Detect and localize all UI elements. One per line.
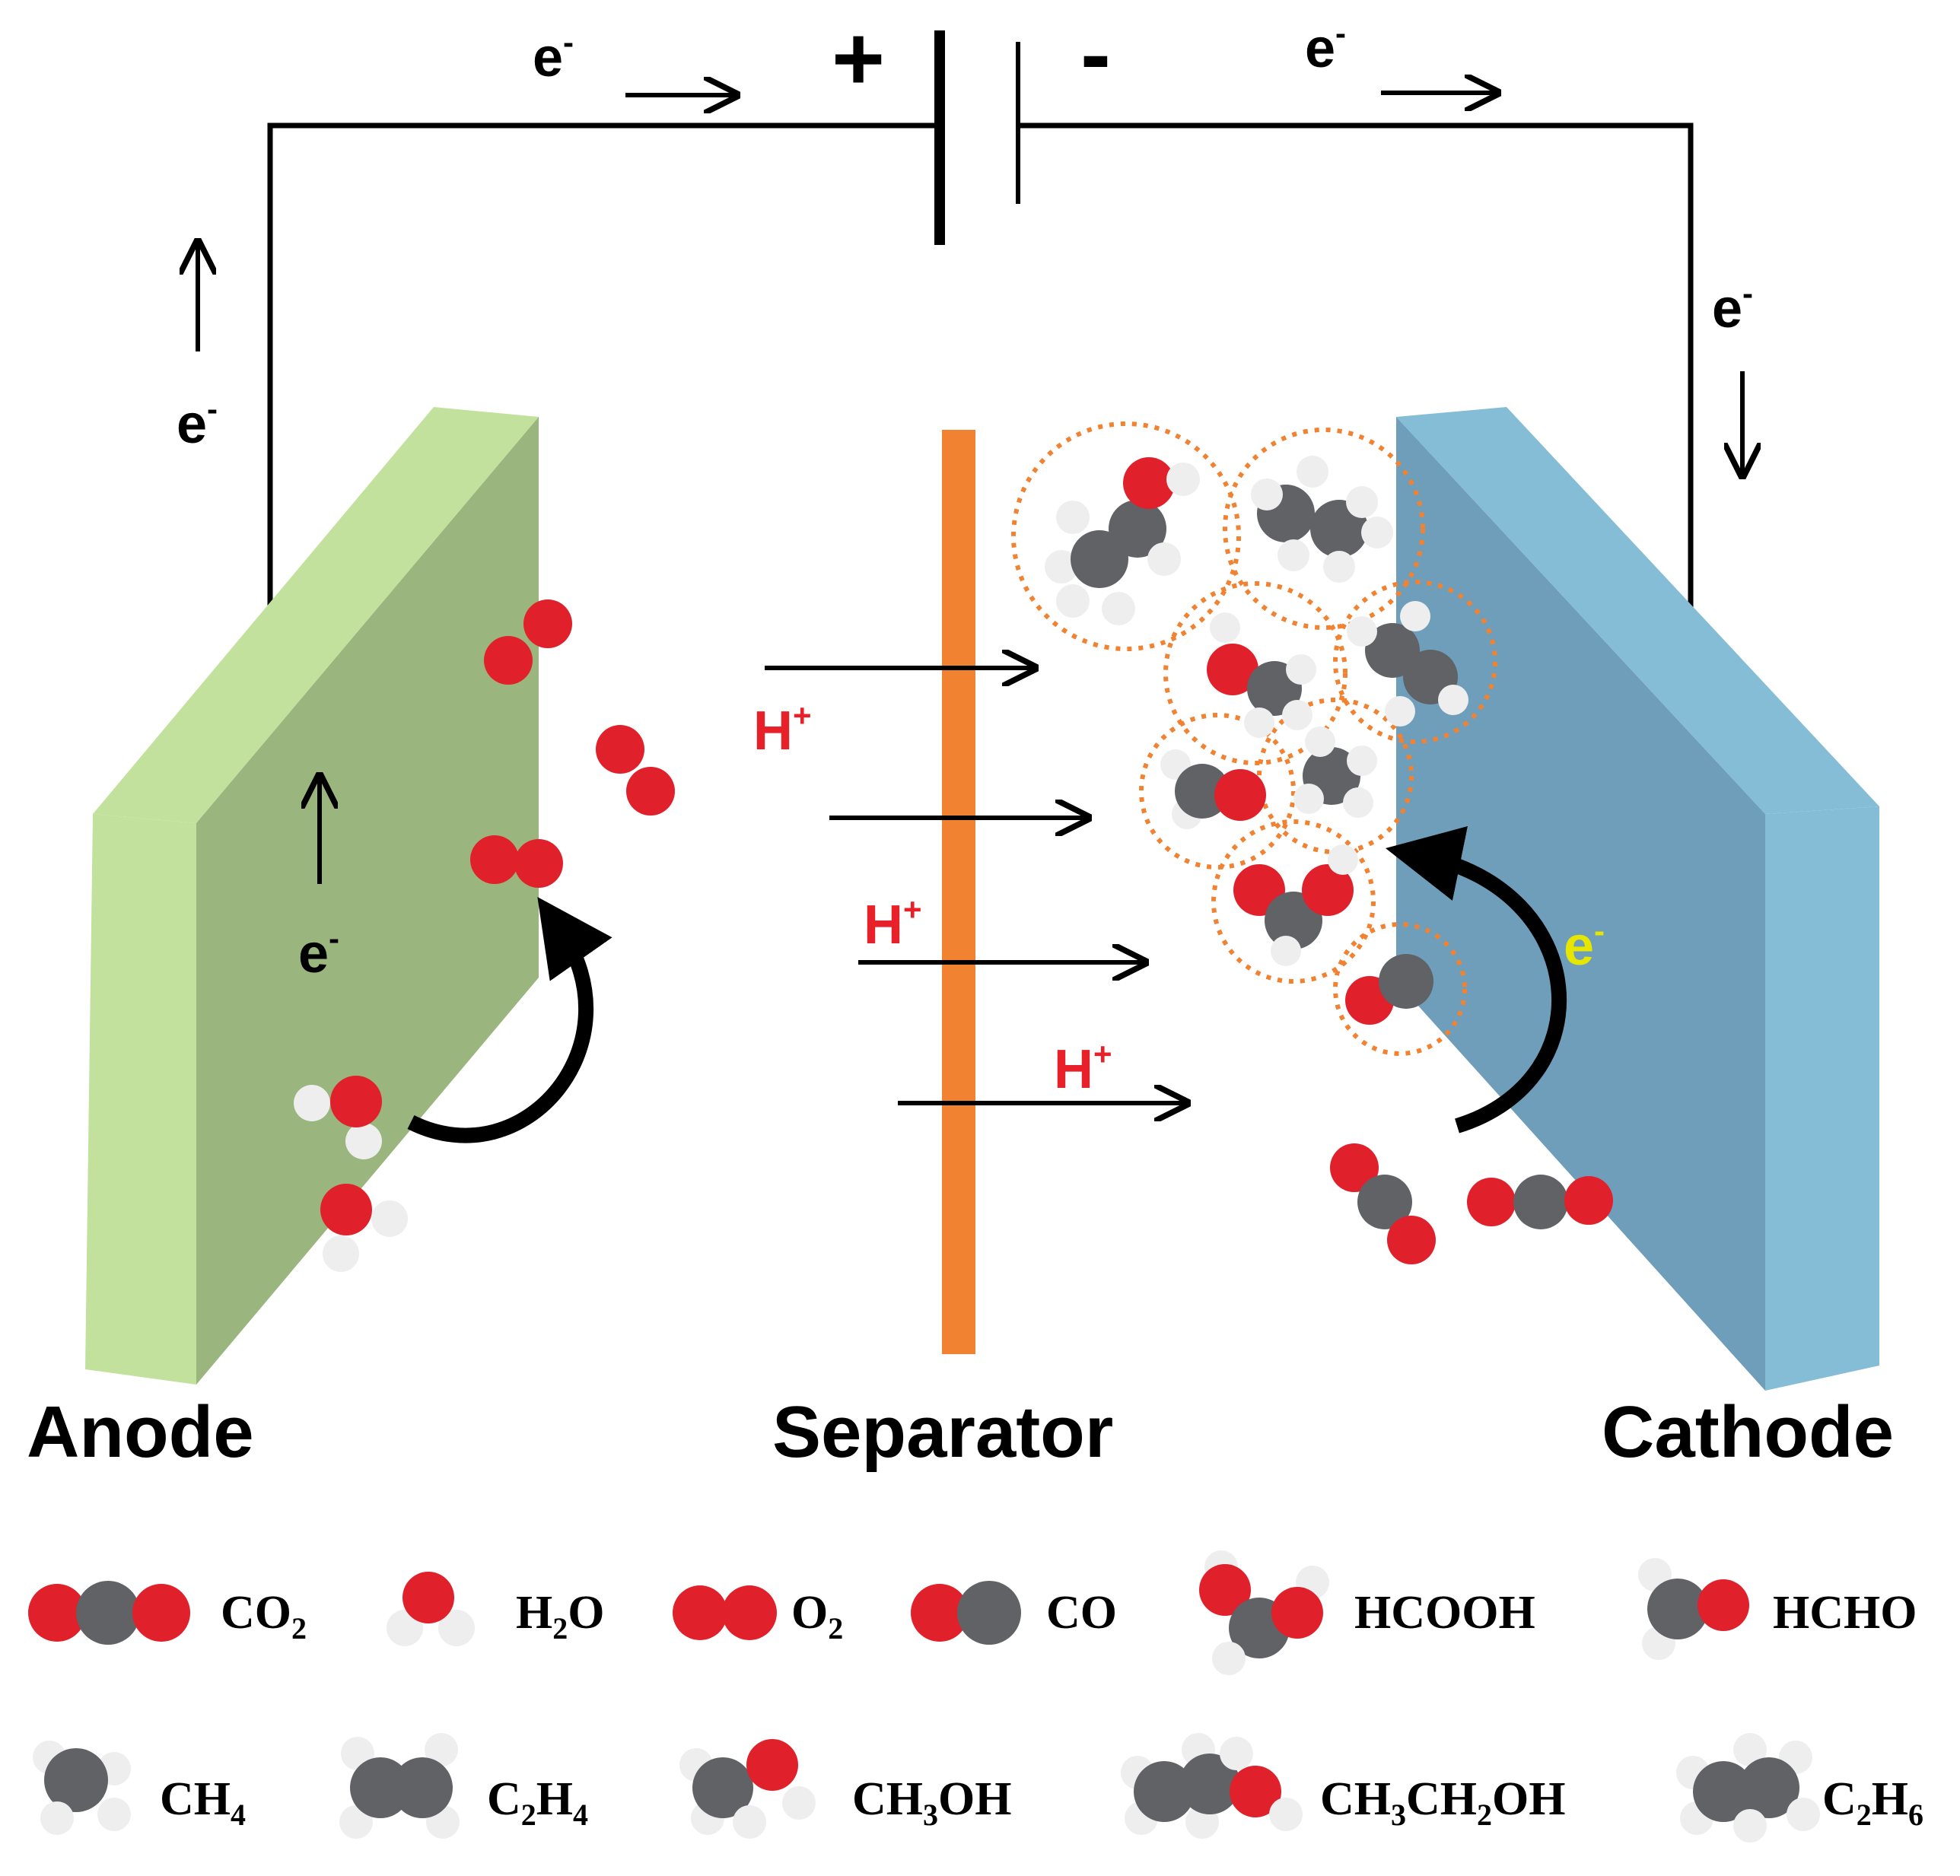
proton-label-1: H+: [753, 698, 812, 762]
anode-reaction-arrow: [407, 897, 612, 1143]
cathode-products: e-: [1011, 421, 1613, 1264]
h2o-molecule: [294, 1076, 382, 1159]
legend-item-co: CO: [911, 1581, 1117, 1645]
svg-text:e-: e-: [298, 921, 339, 984]
methane-molecule: [1293, 727, 1377, 818]
svg-text:CO2: CO2: [221, 1587, 307, 1645]
product-halo: [1333, 922, 1467, 1056]
o2-molecule: [484, 599, 572, 685]
co2-molecule: [1467, 1175, 1613, 1229]
cathode-side-face: [1396, 407, 1879, 814]
svg-text:H2O: H2O: [516, 1587, 604, 1645]
product-halo: [1163, 581, 1348, 765]
ethylene-molecule: [1347, 601, 1468, 727]
legend-item-c2h6: C2H6: [1676, 1733, 1923, 1843]
separator-label: Separator: [772, 1391, 1113, 1473]
h2o-molecule: [320, 1184, 408, 1272]
o2-molecule: [596, 725, 675, 816]
svg-text:CH3OH: CH3OH: [852, 1773, 1011, 1832]
formic-acid-molecule: [1233, 844, 1358, 966]
cathode-edge-face: [1765, 806, 1879, 1391]
co2-molecule: [1330, 1143, 1436, 1264]
electron-label-right: e-: [1712, 275, 1753, 339]
svg-text:HCHO: HCHO: [1773, 1587, 1917, 1639]
legend-item-co2: CO2: [28, 1581, 307, 1645]
cathode-reaction-arrow: [1386, 826, 1567, 1134]
proton-label-3: H+: [1054, 1036, 1112, 1100]
svg-text:O2: O2: [791, 1587, 843, 1645]
methanol-molecule: [1207, 612, 1316, 738]
electron-label-top-left: e-: [533, 24, 574, 88]
legend-item-c2h4: C2H4: [339, 1733, 588, 1839]
electron-label-anode-internal: e-: [298, 921, 339, 984]
svg-text:CO: CO: [1046, 1587, 1117, 1639]
separator-membrane: [942, 430, 975, 1354]
legend-item-ch3ch2oh: CH3CH2OH: [1121, 1733, 1565, 1839]
o2-molecule: [470, 835, 563, 888]
legend-item-ch3oh: CH3OH: [679, 1739, 1011, 1839]
product-halo: [1257, 698, 1414, 854]
legend-item-hcooh: HCOOH: [1199, 1550, 1535, 1675]
anode-edge-face: [85, 814, 196, 1385]
cathode-label: Cathode: [1602, 1391, 1894, 1473]
cathode-wire: [1018, 122, 1694, 609]
svg-text:C2H4: C2H4: [487, 1773, 588, 1832]
ethane-molecule: [1251, 456, 1393, 583]
formaldehyde-molecule: [1160, 749, 1266, 829]
electron-label-top-right: e-: [1305, 15, 1346, 79]
svg-text:C2H6: C2H6: [1822, 1773, 1923, 1832]
anode-front-face: [196, 417, 539, 1385]
cathode-front-face: [1396, 417, 1765, 1391]
svg-text:e-: e-: [1305, 15, 1346, 79]
anode-label: Anode: [27, 1391, 254, 1473]
product-halo: [1011, 421, 1241, 651]
product-halo: [1333, 580, 1497, 744]
anode-wire: [267, 122, 940, 609]
legend: CO2 H2O O2 CO HCOOH HCHO CH4: [28, 1550, 1923, 1843]
product-halo: [1139, 713, 1296, 870]
legend-item-h2o: H2O: [387, 1572, 604, 1646]
svg-text:HCOOH: HCOOH: [1354, 1587, 1535, 1639]
svg-text:e-: e-: [1564, 913, 1605, 977]
anode-molecules: [294, 599, 675, 1272]
electron-label-left: e-: [177, 391, 218, 455]
battery-plus-sign: +: [832, 8, 885, 110]
anode-electrode: e-: [85, 407, 539, 1385]
battery-minus-sign: -: [1080, 3, 1111, 105]
legend-item-ch4: CH4: [33, 1741, 246, 1835]
product-halo: [1211, 819, 1376, 984]
co-molecule: [1345, 954, 1433, 1025]
svg-text:e-: e-: [533, 24, 574, 88]
svg-text:CH3CH2OH: CH3CH2OH: [1320, 1773, 1565, 1832]
cathode-electrode: [1396, 407, 1879, 1391]
product-halo: [1223, 428, 1425, 630]
external-circuit: + - e- e- e- e-: [177, 3, 1753, 609]
legend-item-o2: O2: [673, 1585, 843, 1645]
svg-text:CH4: CH4: [160, 1773, 246, 1832]
ethanol-molecule: [1045, 457, 1200, 625]
electron-label-cathode: e-: [1564, 913, 1605, 977]
anode-side-face: [93, 407, 539, 823]
svg-text:e-: e-: [177, 391, 218, 455]
proton-flow: H+ H+ H+: [753, 668, 1187, 1103]
legend-item-hcho: HCHO: [1638, 1558, 1917, 1660]
svg-text:e-: e-: [1712, 275, 1753, 339]
proton-label-2: H+: [864, 892, 922, 955]
